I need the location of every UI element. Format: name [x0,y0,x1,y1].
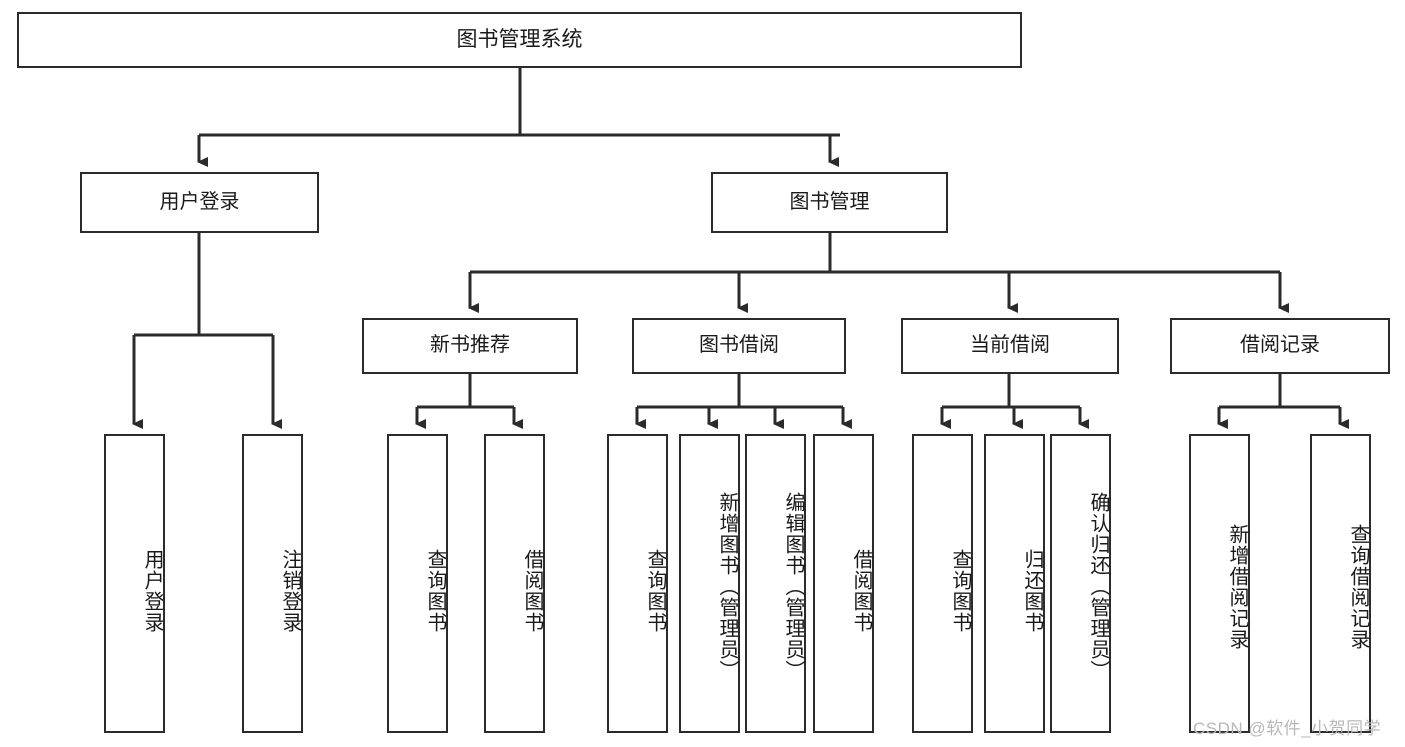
csdn-watermark: CSDN @软件_小贺同学 [1193,719,1382,738]
leaf-user-login[interactable]: 用户登录 [104,434,165,733]
leaf-borrow-query-book[interactable]: 查询图书 [607,434,668,733]
leaf-borrow-edit-book-label: 编辑图书（管理员） [782,492,804,681]
node-new-book-recommend-label: 新书推荐 [430,334,510,357]
leaf-record-query-label: 查询借阅记录 [1347,523,1369,650]
leaf-borrow-query-book-label: 查询图书 [644,548,666,633]
leaf-current-query-book[interactable]: 查询图书 [912,434,973,733]
node-borrow-record-label: 借阅记录 [1240,334,1320,357]
leaf-new-book-query[interactable]: 查询图书 [387,434,448,733]
leaf-new-book-borrow[interactable]: 借阅图书 [484,434,545,733]
leaf-user-login-label: 用户登录 [141,548,163,633]
node-root-label: 图书管理系统 [456,27,583,51]
leaf-current-confirm-return-label: 确认归还（管理员） [1087,492,1109,681]
node-book-management[interactable]: 图书管理 [711,172,948,233]
leaf-borrow-add-book[interactable]: 新增图书（管理员） [679,434,740,733]
node-new-book-recommend[interactable]: 新书推荐 [362,318,578,374]
leaf-new-book-borrow-label: 借阅图书 [521,548,543,633]
node-current-borrow[interactable]: 当前借阅 [901,318,1119,374]
leaf-record-add-label: 新增借阅记录 [1226,523,1248,650]
node-user-login[interactable]: 用户登录 [80,172,319,233]
leaf-current-return-book[interactable]: 归还图书 [984,434,1045,733]
leaf-record-add[interactable]: 新增借阅记录 [1189,434,1250,733]
leaf-borrow-edit-book[interactable]: 编辑图书（管理员） [745,434,806,733]
leaf-current-return-book-label: 归还图书 [1021,548,1043,633]
leaf-user-logout[interactable]: 注销登录 [242,434,303,733]
leaf-record-query[interactable]: 查询借阅记录 [1310,434,1371,733]
leaf-current-confirm-return[interactable]: 确认归还（管理员） [1050,434,1111,733]
node-book-borrow-label: 图书借阅 [699,334,779,357]
node-borrow-record[interactable]: 借阅记录 [1170,318,1390,374]
node-user-login-label: 用户登录 [159,190,240,213]
leaf-new-book-query-label: 查询图书 [424,548,446,633]
node-root[interactable]: 图书管理系统 [17,12,1022,68]
leaf-user-logout-label: 注销登录 [279,548,301,633]
node-book-management-label: 图书管理 [789,190,870,213]
leaf-current-query-book-label: 查询图书 [949,548,971,633]
leaf-borrow-lend-book[interactable]: 借阅图书 [813,434,874,733]
leaf-borrow-add-book-label: 新增图书（管理员） [716,492,738,681]
node-current-borrow-label: 当前借阅 [970,334,1050,357]
leaf-borrow-lend-book-label: 借阅图书 [850,548,872,633]
node-book-borrow[interactable]: 图书借阅 [632,318,846,374]
